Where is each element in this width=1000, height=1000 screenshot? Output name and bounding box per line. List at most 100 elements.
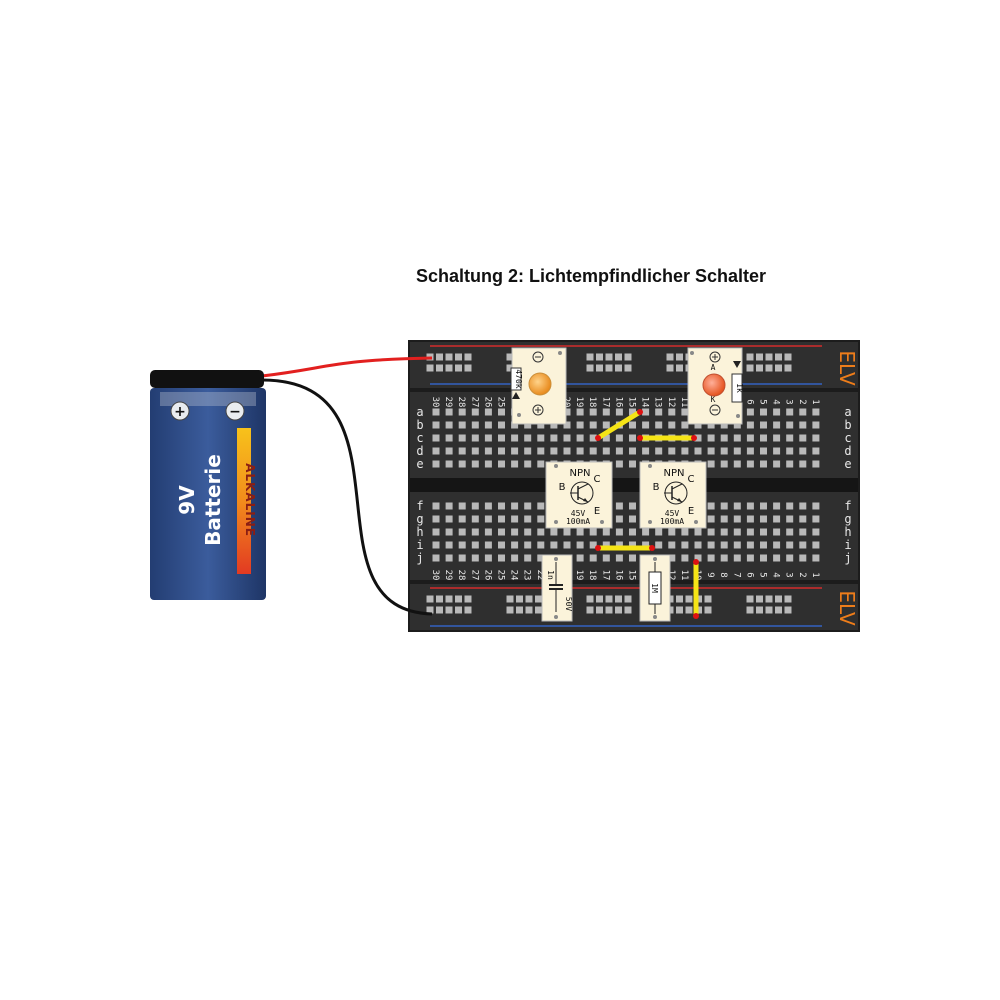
transistor-type: NPN bbox=[664, 468, 685, 479]
hole bbox=[563, 528, 571, 536]
hole bbox=[615, 541, 623, 549]
rating-voltage: 45V bbox=[665, 509, 680, 518]
hole bbox=[511, 554, 519, 562]
jumper-end bbox=[693, 559, 699, 565]
hole bbox=[746, 502, 754, 510]
rail-hole bbox=[586, 364, 594, 372]
hole bbox=[773, 554, 781, 562]
hole bbox=[458, 434, 466, 442]
hole bbox=[642, 528, 650, 536]
rail-hole bbox=[535, 595, 542, 603]
hole bbox=[498, 502, 505, 510]
column-number: 11 bbox=[679, 397, 689, 408]
hole bbox=[812, 502, 820, 510]
column-number: 4 bbox=[771, 572, 781, 577]
hole bbox=[812, 460, 820, 468]
hole bbox=[484, 434, 492, 442]
rail-hole bbox=[784, 595, 792, 603]
column-number: 7 bbox=[731, 572, 741, 577]
hole bbox=[498, 515, 505, 523]
hole bbox=[773, 528, 781, 536]
hole bbox=[629, 460, 636, 468]
hole bbox=[694, 554, 702, 562]
hole bbox=[733, 460, 741, 468]
hole bbox=[576, 541, 584, 549]
hole bbox=[445, 515, 453, 523]
hole bbox=[733, 421, 741, 429]
hole bbox=[471, 554, 479, 562]
capacitor-voltage: 50V bbox=[564, 597, 573, 612]
hole bbox=[746, 421, 754, 429]
hole bbox=[602, 541, 610, 549]
column-number: 28 bbox=[456, 397, 466, 408]
rail-hole bbox=[506, 364, 514, 372]
column-number: 28 bbox=[456, 570, 466, 581]
rail-hole bbox=[676, 353, 683, 361]
hole bbox=[746, 434, 754, 442]
hole bbox=[694, 541, 702, 549]
hole bbox=[799, 447, 807, 455]
hole bbox=[484, 554, 492, 562]
rail-hole bbox=[525, 595, 533, 603]
hole bbox=[589, 554, 597, 562]
hole bbox=[760, 528, 767, 536]
rail-hole bbox=[685, 606, 693, 614]
hole bbox=[537, 528, 545, 536]
column-number: 2 bbox=[797, 399, 807, 404]
rail-hole bbox=[596, 606, 603, 614]
rail-hole bbox=[765, 595, 773, 603]
rail-hole bbox=[704, 606, 712, 614]
hole bbox=[484, 502, 492, 510]
column-number: 29 bbox=[443, 570, 453, 581]
hole bbox=[563, 541, 571, 549]
row-label: b bbox=[416, 418, 423, 432]
row-label: c bbox=[844, 431, 851, 445]
hole bbox=[471, 502, 479, 510]
rail-hole bbox=[426, 364, 434, 372]
hole bbox=[733, 528, 741, 536]
collector-label: C bbox=[594, 474, 601, 485]
hole bbox=[681, 554, 689, 562]
hole bbox=[812, 447, 820, 455]
hole bbox=[681, 528, 689, 536]
led-cathode-label: K bbox=[711, 395, 716, 404]
hole bbox=[537, 434, 545, 442]
brand-logo-top: ELV bbox=[835, 350, 859, 386]
hole bbox=[668, 528, 676, 536]
hole bbox=[746, 541, 754, 549]
hole bbox=[655, 528, 663, 536]
row-label: g bbox=[844, 512, 851, 526]
minus-terminal-icon bbox=[225, 401, 245, 421]
minus-icon bbox=[709, 404, 721, 416]
jumper-wire-1 bbox=[595, 409, 643, 441]
rail-hole bbox=[596, 353, 603, 361]
hole bbox=[720, 421, 728, 429]
black-wire bbox=[261, 378, 433, 616]
hole bbox=[773, 421, 781, 429]
rail-hole bbox=[615, 606, 622, 614]
hole bbox=[746, 515, 754, 523]
hole bbox=[589, 528, 597, 536]
row-label: c bbox=[416, 431, 423, 445]
minus-icon bbox=[532, 351, 544, 363]
rail-hole bbox=[426, 606, 434, 614]
rail-hole bbox=[624, 606, 632, 614]
emitter-label: E bbox=[688, 506, 694, 517]
resistor-icon bbox=[510, 367, 522, 391]
hole bbox=[484, 541, 492, 549]
hole bbox=[720, 515, 728, 523]
hole bbox=[615, 528, 623, 536]
rail-hole bbox=[615, 364, 622, 372]
hole bbox=[498, 541, 505, 549]
plus-icon bbox=[709, 351, 721, 363]
column-number: 14 bbox=[640, 397, 650, 408]
transistor-board bbox=[639, 461, 707, 529]
hole bbox=[773, 434, 781, 442]
hole bbox=[458, 541, 466, 549]
column-number: 16 bbox=[613, 570, 623, 581]
rating-current: 100mA bbox=[566, 517, 590, 526]
battery-stripe bbox=[237, 428, 251, 574]
hole bbox=[484, 447, 492, 455]
jumper-end bbox=[691, 435, 697, 441]
hole bbox=[471, 408, 479, 416]
